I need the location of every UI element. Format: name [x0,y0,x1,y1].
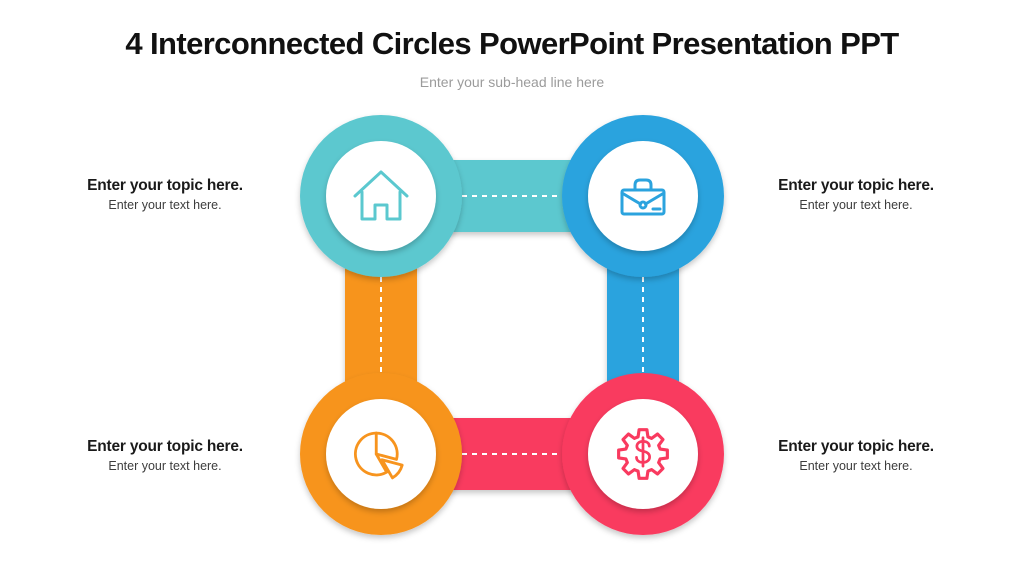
node-top-left[interactable] [300,115,462,277]
topic-block-top-right[interactable]: Enter your topic here. Enter your text h… [736,176,976,214]
topic-block-top-left[interactable]: Enter your topic here. Enter your text h… [45,176,285,214]
topic-text[interactable]: Enter your text here. [108,459,222,473]
topic-text[interactable]: Enter your text here. [799,459,913,473]
node-top-right-face [588,141,698,251]
topic-title[interactable]: Enter your topic here. [87,438,243,455]
node-bottom-right[interactable] [562,373,724,535]
topic-text[interactable]: Enter your text here. [799,198,913,212]
pie-chart-icon [353,431,404,480]
node-top-left-face [326,141,436,251]
topic-title[interactable]: Enter your topic here. [778,177,934,194]
briefcase-icon [620,178,666,216]
topic-title[interactable]: Enter your topic here. [778,438,934,455]
dollar-sign-glyph [635,436,651,468]
topic-text[interactable]: Enter your text here. [108,198,222,212]
home-icon [353,170,409,221]
topic-block-bottom-right[interactable]: Enter your topic here. Enter your text h… [736,437,976,475]
node-bottom-left[interactable] [300,373,462,535]
topic-block-bottom-left[interactable]: Enter your topic here. Enter your text h… [45,437,285,475]
page-subtitle[interactable]: Enter your sub-head line here [419,74,605,90]
page-title[interactable]: 4 Interconnected Circles PowerPoint Pres… [125,26,899,61]
topic-title[interactable]: Enter your topic here. [87,177,243,194]
node-top-right[interactable] [562,115,724,277]
gear-dollar-icon [617,428,669,480]
